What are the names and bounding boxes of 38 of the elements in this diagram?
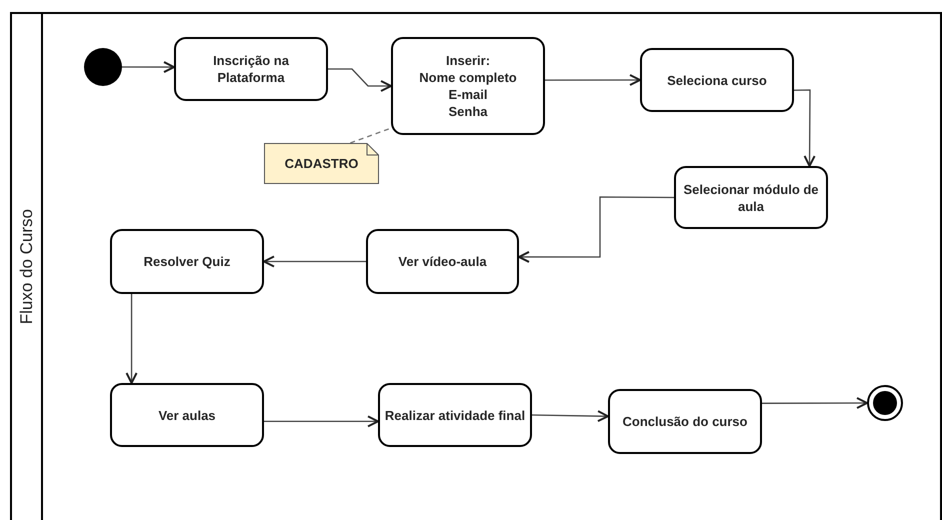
activity-box — [674, 166, 828, 229]
activity-box — [366, 229, 519, 294]
activity-label: Resolver Quiz — [144, 253, 230, 270]
activity-label: Seleciona curso — [667, 72, 767, 88]
activity-label: E-mail — [448, 86, 488, 103]
activity-label: Nome completo — [419, 69, 517, 86]
swimlane — [10, 12, 942, 520]
activity-box — [640, 48, 794, 112]
start-node — [84, 48, 122, 86]
activity-label: Inscrição na Plataforma — [212, 52, 290, 86]
activity-label: Ver aulas — [158, 406, 216, 424]
arrow — [264, 415, 379, 428]
activity-box — [110, 229, 264, 294]
activity-label: Ver vídeo-aula — [398, 253, 487, 270]
lane-title: Fluxo do Curso — [16, 209, 37, 325]
note-shape — [264, 143, 379, 184]
arrow — [328, 68, 392, 92]
activity-label: Inserir: — [446, 52, 490, 69]
arrow — [518, 196, 674, 263]
arrow — [126, 294, 138, 384]
arrow — [762, 397, 868, 410]
activity-label: Senha — [448, 103, 488, 120]
arrow — [122, 61, 175, 74]
arrow — [263, 256, 366, 268]
activity-box — [378, 383, 532, 447]
arrow — [794, 89, 816, 167]
activity-box — [608, 389, 762, 454]
end-node — [867, 385, 903, 421]
activity-label: Realizar atividade final — [384, 406, 526, 424]
activity-box — [174, 37, 328, 101]
arrow — [532, 410, 609, 422]
activity-box — [110, 383, 264, 447]
activity-label: CADASTRO — [284, 155, 358, 172]
arrow — [545, 74, 641, 86]
dashed-connector — [350, 128, 392, 144]
activity-box — [391, 37, 545, 135]
activity-label: Conclusão do curso — [622, 413, 748, 430]
activity-label: Selecionar módulo de aula — [682, 180, 820, 214]
